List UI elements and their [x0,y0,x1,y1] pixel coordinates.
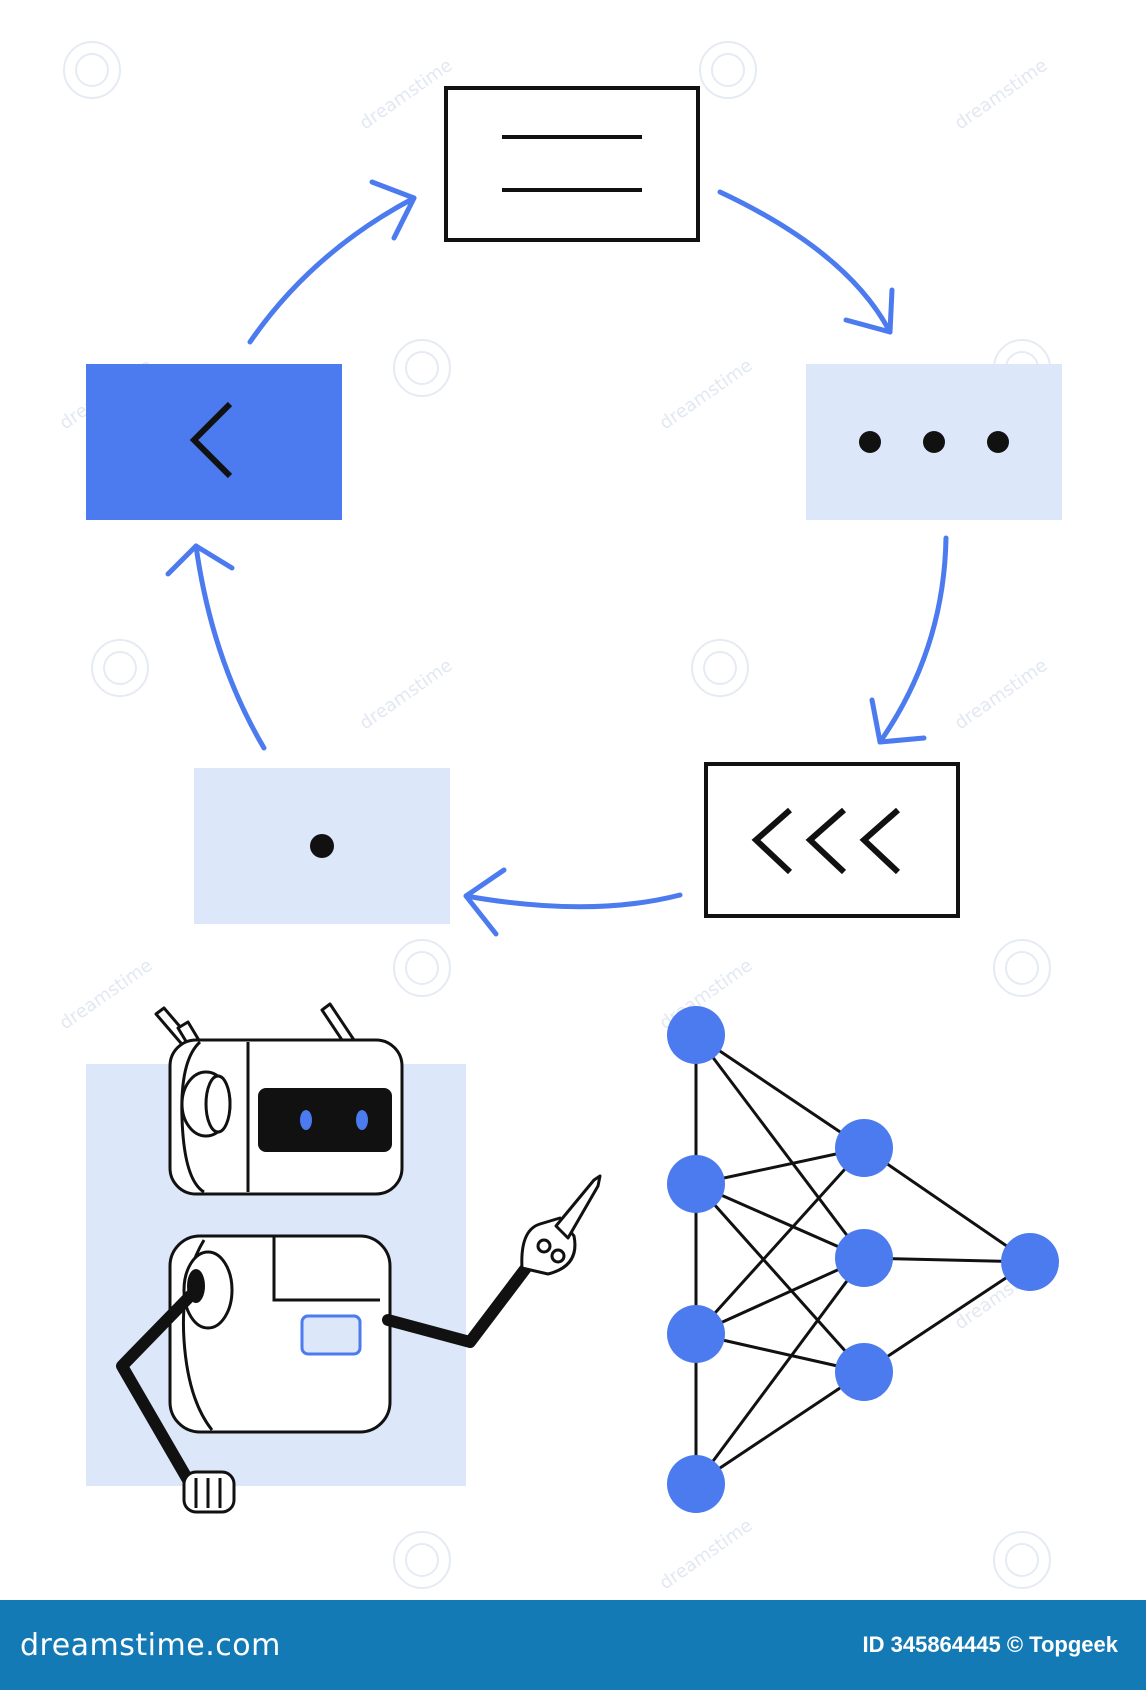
watermark-text: dreamstime [656,355,757,434]
hidden-node [835,1343,893,1401]
arrow-bottom-left-to-left [165,543,267,751]
robot-arms [116,1254,538,1486]
box-bottom-left [194,768,450,924]
input-node [667,1455,725,1513]
robot-hand-pointing [520,1174,602,1276]
dot-icon [310,834,334,858]
robot-visor [258,1088,392,1152]
triple-chevron-left-icon [751,807,901,875]
input-node [667,1155,725,1213]
watermark-text: dreamstime [656,1515,757,1594]
arrow-left-to-top [247,179,417,345]
box-right [806,364,1062,520]
neural-network-illustration [667,1006,1059,1513]
watermark-text: dreamstime [951,655,1052,734]
robot-eye-right [356,1110,368,1130]
ai-workflow-illustration: dreamstime dreamstime dreamstime dreamst… [56,41,1062,1594]
arrow-top-to-right [717,189,895,335]
image-credit: ID 345864445 © Topgeek [862,1632,1119,1657]
arrow-bottom-right-to-bottom-left [463,867,683,937]
hidden-node [835,1119,893,1177]
robot-body [168,1234,392,1434]
output-node [1001,1233,1059,1291]
hidden-node [835,1229,893,1287]
watermark-text: dreamstime [356,655,457,734]
box-top [444,86,700,242]
robot-illustration [86,1002,602,1514]
chevron-left-icon [189,401,233,479]
menu-lines-icon [502,135,642,192]
robot-head [168,1038,404,1196]
robot-eye-left [300,1110,312,1130]
box-left [86,364,342,520]
robot-chest-panel [300,1314,362,1356]
watermark-text: dreamstime [951,55,1052,134]
arrow-right-to-bottom-right [869,535,949,745]
cycle-arrows [165,179,949,937]
watermark-text: dreamstime [56,955,157,1034]
watermark-text: dreamstime [356,55,457,134]
footer-bar: dreamstime.com ID 345864445 © Topgeek [0,1600,1146,1690]
input-node [667,1305,725,1363]
input-node [667,1006,725,1064]
network-nodes [667,1006,1059,1513]
box-bottom-right [704,762,960,918]
robot-hand-lower [182,1470,236,1514]
ellipsis-icon [859,431,1009,453]
brand-logo: dreamstime.com [20,1627,281,1663]
